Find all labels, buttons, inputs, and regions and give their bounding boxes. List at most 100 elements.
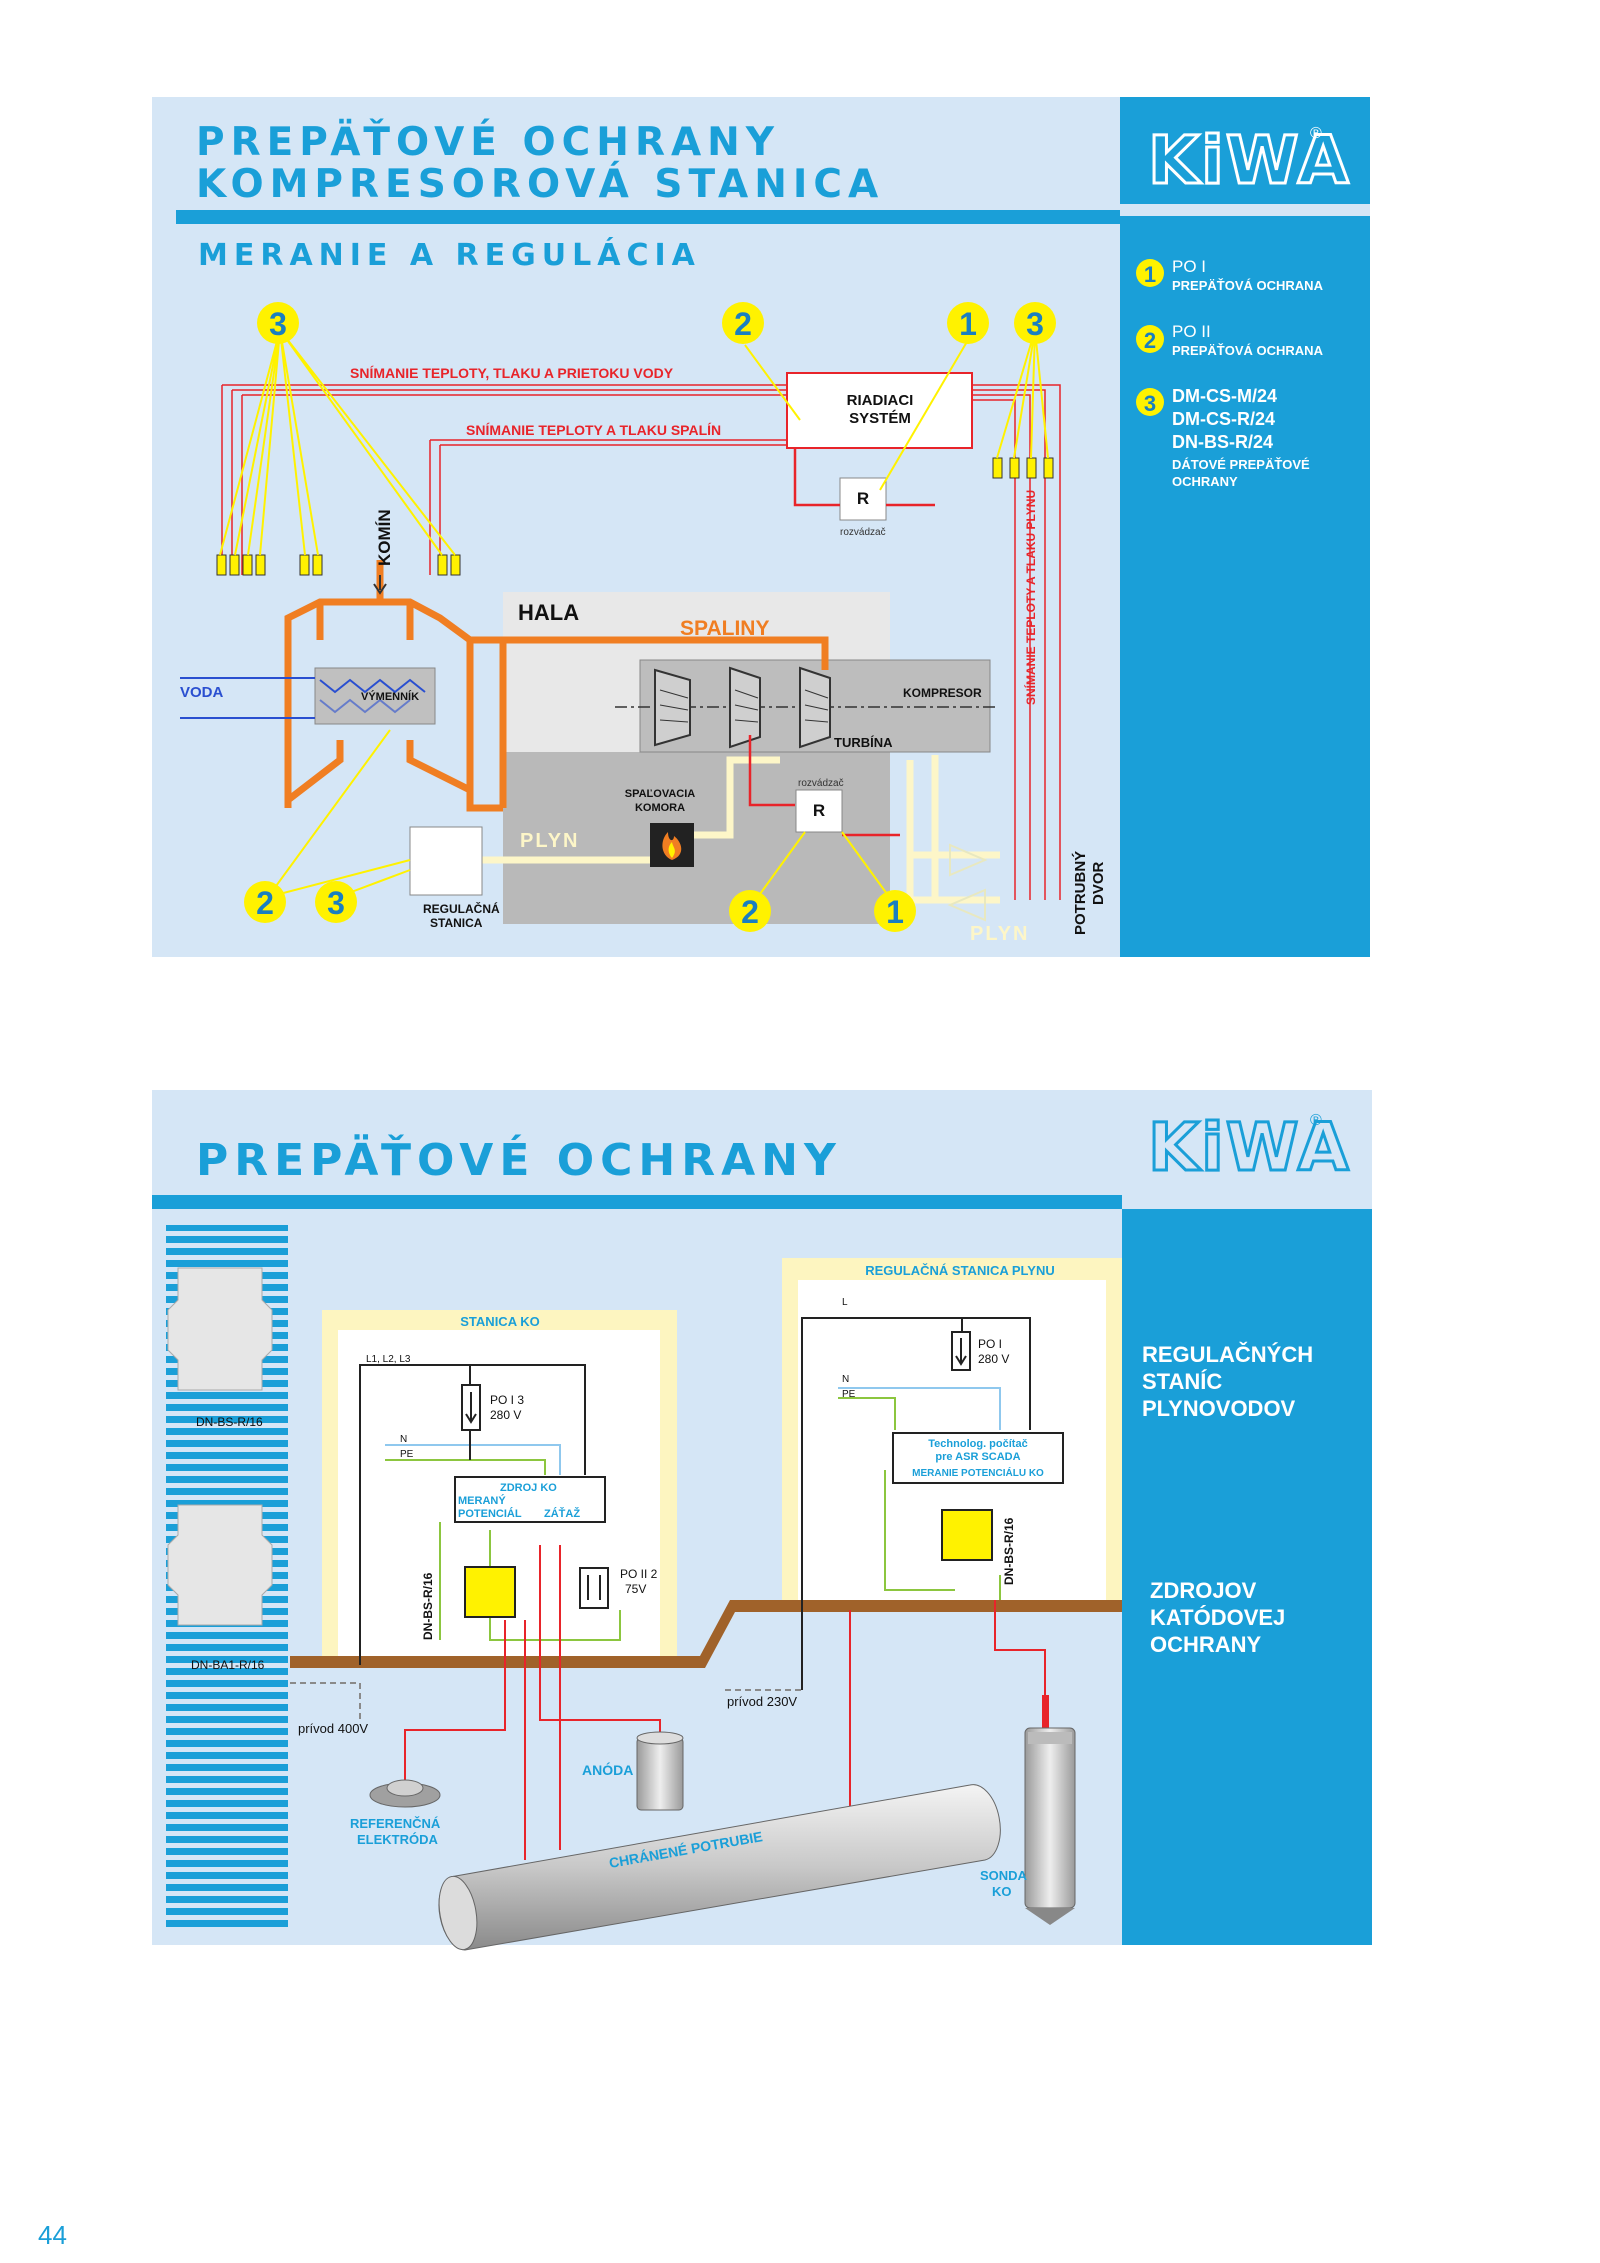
- kiwa-registered-mark: ®: [1310, 125, 1322, 142]
- ko-station-label: STANICA KO: [460, 1314, 539, 1329]
- panel1-legend: 1 PO I PREPÄŤOVÁ OCHRANA 2 PO II PREPÄŤO…: [1136, 257, 1324, 489]
- marker-3-right: 3: [1026, 306, 1044, 342]
- panel2-side-text: REGULAČNÝCH STANÍC PLYNOVODOV ZDROJOV KA…: [1142, 1342, 1313, 1657]
- reference-electrode-icon: [369, 1779, 441, 1808]
- flame-icon: [650, 823, 694, 867]
- distribution-box-top: [839, 477, 887, 521]
- panel-compressor-station: KiWA ® PREPÄŤOVÉ OCHRANY KOMPRESOROVÁ ST…: [152, 97, 1370, 957]
- reference-electrode-label1: REFERENČNÁ: [350, 1816, 441, 1831]
- svg-text:MERANÝ: MERANÝ: [458, 1494, 506, 1507]
- kiwa-logo-text: KiWA: [1148, 122, 1351, 199]
- panel2-sidebar: [1122, 1090, 1372, 1945]
- svg-text:PREPÄŤOVÁ OCHRANA: PREPÄŤOVÁ OCHRANA: [1172, 343, 1324, 358]
- legend-item-2: 2 PO II PREPÄŤOVÁ OCHRANA: [1136, 322, 1324, 358]
- svg-text:L: L: [842, 1297, 848, 1308]
- gas-valve-icon-2: [947, 888, 986, 922]
- marker-1-top: 1: [959, 306, 977, 342]
- sensing-gas-label: SNÍMANIE TEPLOTY A TLAKU PLYNU: [1023, 490, 1038, 705]
- svg-text:N: N: [400, 1434, 407, 1445]
- surge-protector-po-ii2: [579, 1567, 609, 1609]
- cathodic-cables: [404, 1545, 1046, 1860]
- gas-regulation-label: REGULAČNÁ STANICA PLYNU: [865, 1263, 1054, 1278]
- scada-computer-box: [892, 1432, 1064, 1484]
- svg-text:pre ASR SCADA: pre ASR SCADA: [935, 1451, 1020, 1463]
- turbine-stages-icon: [654, 666, 831, 749]
- data-surge-protectors: [216, 457, 1054, 576]
- svg-text:KATÓDOVEJ: KATÓDOVEJ: [1150, 1605, 1285, 1630]
- svg-text:R: R: [813, 801, 825, 820]
- regulation-station-label2: STANICA: [430, 916, 483, 930]
- svg-text:PLYNOVODOV: PLYNOVODOV: [1142, 1396, 1296, 1421]
- protected-pipeline: [438, 1784, 1001, 1951]
- legend-item-1: 1 PO I PREPÄŤOVÁ OCHRANA: [1136, 257, 1324, 293]
- supply-230v-label: prívod 230V: [727, 1694, 797, 1709]
- marker-3-left: 3: [269, 306, 287, 342]
- svg-text:PE: PE: [842, 1389, 856, 1400]
- marker-2-top: 2: [734, 306, 752, 342]
- page-number: 44: [38, 2220, 67, 2250]
- compressor-label: KOMPRESOR: [903, 686, 982, 700]
- heat-exchanger-label: VÝMENNÍK: [361, 690, 419, 703]
- svg-text:DM-CS-M/24: DM-CS-M/24: [1172, 386, 1277, 406]
- probe-label1: SONDA: [980, 1868, 1028, 1883]
- regulation-station-box: [409, 826, 483, 896]
- marker-3-bottom: 3: [327, 885, 345, 921]
- gas-label-hall: PLYN: [520, 830, 580, 852]
- panel1-subtitle: MERANIE A REGULÁCIA: [198, 237, 701, 273]
- distribution-box-hall: [795, 789, 843, 833]
- svg-text:REGULAČNÝCH: REGULAČNÝCH: [1142, 1342, 1313, 1367]
- probe-icon: [1024, 1695, 1076, 1925]
- distribution-label-hall: rozvádzač: [798, 778, 844, 789]
- panel2-title-bar: [152, 1195, 1122, 1209]
- svg-text:®: ®: [1310, 1112, 1322, 1129]
- control-system-label2: SYSTÉM: [849, 410, 911, 427]
- svg-text:PO I: PO I: [978, 1337, 1002, 1351]
- anode-icon: [636, 1731, 684, 1811]
- svg-text:PO II 2: PO II 2: [620, 1567, 658, 1581]
- regulation-station-label1: REGULAČNÁ: [423, 901, 500, 916]
- kiwa-logo: KiWA ®: [1147, 121, 1351, 201]
- pipe-yard-label2: DVOR: [1090, 861, 1107, 905]
- marker-2-bottom: 2: [741, 894, 759, 930]
- panel1-title-line1: PREPÄŤOVÉ OCHRANY: [196, 118, 780, 165]
- svg-text:STANÍC: STANÍC: [1142, 1369, 1222, 1394]
- svg-text:ZDROJOV: ZDROJOV: [1150, 1578, 1257, 1603]
- heat-exchanger: [314, 667, 436, 725]
- turbine-label: TURBÍNA: [834, 735, 893, 750]
- surge-protector-dn-bs-2: [941, 1509, 993, 1561]
- panel1-title-bar: [176, 210, 1120, 224]
- surge-protector-dn-bs: [464, 1566, 516, 1618]
- svg-text:PO II: PO II: [1172, 322, 1211, 341]
- combustion-chamber-label1: SPAĽOVACIA: [625, 788, 696, 800]
- control-lines: [748, 448, 935, 837]
- device-label-dn-bs: DN-BS-R/16: [196, 1415, 263, 1429]
- ko-power-source-box: [454, 1476, 606, 1523]
- callout-markers: 3 2 1 3 2 3 2 1: [244, 302, 1056, 932]
- flue-gas-label: SPALINY: [680, 617, 769, 640]
- supply-cables: [290, 1682, 802, 1720]
- svg-text:R: R: [857, 489, 869, 508]
- svg-text:3: 3: [1144, 391, 1156, 416]
- panel-cathodic-protection: KiWA ® KiWA ® PREPÄŤOVÉ OCHRANY REGULAČN…: [152, 1090, 1372, 1951]
- svg-text:PREPÄŤOVÁ OCHRANA: PREPÄŤOVÁ OCHRANA: [1172, 278, 1324, 293]
- reference-electrode-label2: ELEKTRÓDA: [357, 1832, 439, 1847]
- hall-label: HALA: [518, 600, 579, 625]
- gas-valve-icon: [949, 843, 988, 877]
- legend-item-3: 3 DM-CS-M/24 DM-CS-R/24 DN-BS-R/24 DÁTOV…: [1136, 386, 1310, 489]
- panel1-title-line2: KOMPRESOROVÁ STANICA: [196, 160, 884, 207]
- water-label: VODA: [180, 684, 224, 701]
- panel2-title: PREPÄŤOVÉ OCHRANY: [196, 1133, 842, 1186]
- svg-text:DN-BS-R/16: DN-BS-R/16: [421, 1572, 435, 1640]
- pipe-yard-label1: POTRUBNÝ: [1071, 851, 1089, 935]
- svg-text:OCHRANY: OCHRANY: [1150, 1632, 1262, 1657]
- anode-label: ANÓDA: [582, 1761, 633, 1778]
- svg-text:ZÁŤAŽ: ZÁŤAŽ: [544, 1507, 580, 1520]
- svg-text:75V: 75V: [625, 1582, 646, 1596]
- supply-400v-label: prívod 400V: [298, 1721, 368, 1736]
- probe-label2: KO: [992, 1884, 1012, 1899]
- svg-text:OCHRANY: OCHRANY: [1172, 474, 1238, 489]
- ground-surface: [290, 1600, 1122, 1668]
- svg-text:PO I 3: PO I 3: [490, 1393, 524, 1407]
- din-rail-devices: [167, 1267, 273, 1626]
- svg-text:MERANIE POTENCIÁLU KO: MERANIE POTENCIÁLU KO: [912, 1466, 1044, 1479]
